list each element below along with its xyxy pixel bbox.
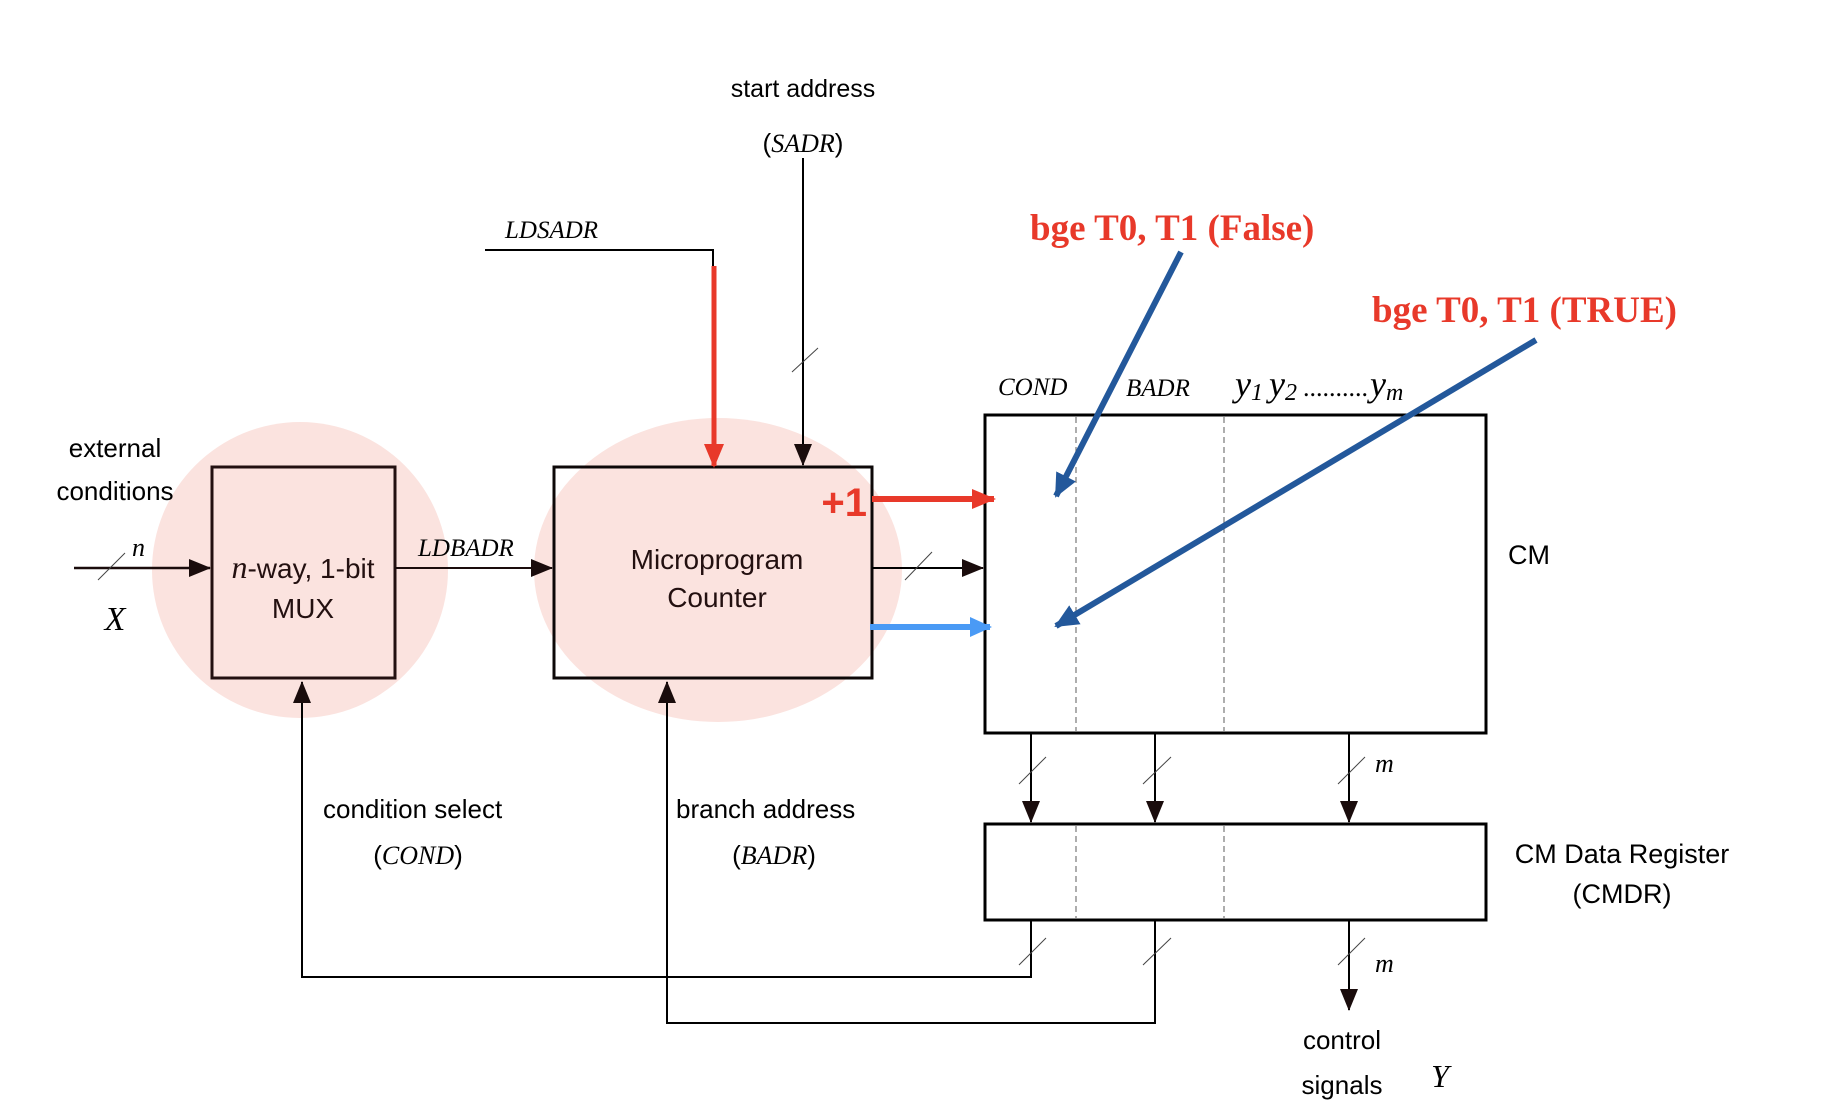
bus-width-m: m [1375, 749, 1394, 778]
mux-highlight [152, 422, 448, 718]
input-width-label: n [132, 533, 145, 562]
condition-select-label: condition select [323, 794, 503, 824]
ldsadr-label: LDSADR [504, 217, 598, 244]
cm-field-badr: BADR [1126, 375, 1190, 402]
ldsadr-wire [485, 249, 714, 266]
cmdr-label-line1: CM Data Register [1515, 839, 1730, 869]
x-bus-slash [97, 552, 126, 581]
slash [1337, 937, 1366, 966]
cmdr-box [983, 822, 1488, 922]
slash [1018, 756, 1047, 785]
control-signals-label: signals [1302, 1070, 1383, 1100]
mpc-label-line1: Microprogram [631, 544, 804, 575]
external-conditions-label: external [69, 433, 162, 463]
external-conditions-label: conditions [56, 476, 173, 506]
ldbadr-label: LDBADR [417, 535, 514, 562]
badr-feedback-wire [658, 681, 1156, 1024]
slash [1142, 937, 1172, 966]
control-signals-label: control [1303, 1025, 1381, 1055]
mux-box [210, 465, 397, 680]
cond-symbol-label: (COND) [373, 840, 463, 870]
true-case-annotation: bge T0, T1 (TRUE) [1372, 290, 1677, 331]
slash [1018, 937, 1047, 966]
sadr-label: (SADR) [763, 128, 844, 158]
slash [1142, 756, 1172, 785]
start-address-label: start address [731, 75, 876, 103]
false-case-pointer [1053, 250, 1184, 498]
slash [1337, 756, 1366, 785]
cmdr-label-line2: (CMDR) [1573, 879, 1672, 909]
mux-label-line2: MUX [272, 593, 335, 624]
bus-width-m: m [1375, 949, 1394, 978]
badr-symbol-label: (BADR) [732, 840, 816, 870]
control-memory-box [983, 413, 1488, 735]
cm-label: CM [1508, 540, 1550, 570]
true-case-pointer [1054, 337, 1538, 629]
y-symbol: Y [1431, 1058, 1452, 1094]
branch-address-label: branch address [676, 794, 855, 824]
x-symbol: X [103, 601, 127, 638]
cm-field-cond: COND [998, 374, 1067, 401]
false-case-annotation: bge T0, T1 (False) [1030, 208, 1314, 249]
mpc-highlight [534, 418, 902, 722]
increment-label: +1 [821, 481, 867, 525]
mpc-bus-slash [904, 551, 933, 581]
mpc-label-line2: Counter [667, 582, 767, 613]
sadr-bus-slash [791, 347, 819, 373]
mux-label-line1: n-way, 1-bit [231, 549, 374, 585]
